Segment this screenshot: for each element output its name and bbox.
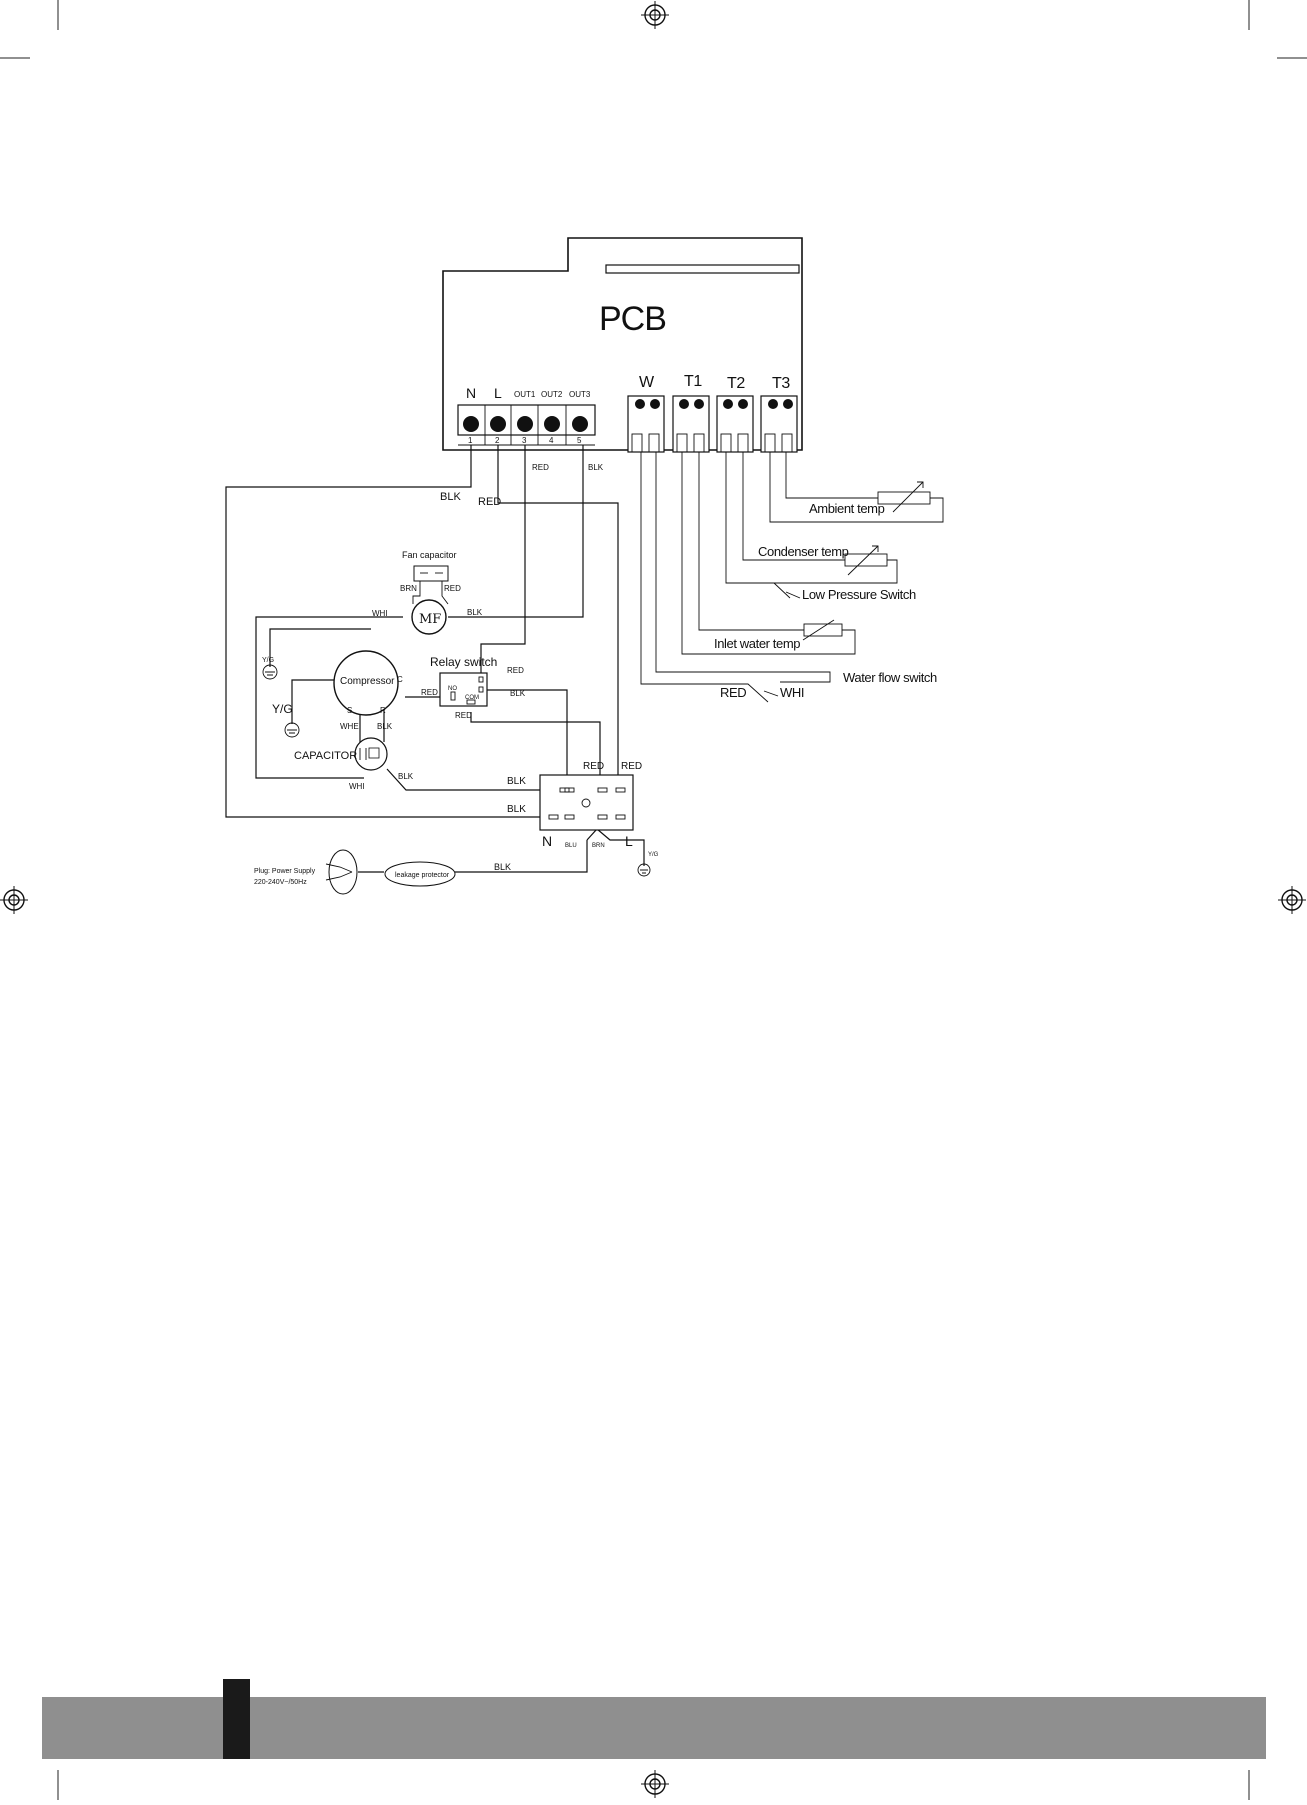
sensor-water-flow-switch: Water flow switch — [843, 670, 937, 685]
terminal-block-contacts — [548, 787, 626, 820]
wire-label-red-waterflow: RED — [720, 685, 746, 700]
footer-tab — [223, 1679, 250, 1759]
fan-motor-label: MF — [419, 612, 441, 627]
registration-mark-right — [1278, 886, 1306, 914]
terminal-label-out3: OUT3 — [569, 390, 591, 399]
terminal-out3-screw — [572, 416, 588, 432]
wire-label-yg-compressor: Y/G — [272, 702, 293, 716]
wire-label-blk-supply: BLK — [494, 862, 511, 872]
relay-switch-label: Relay switch — [430, 655, 497, 669]
wire-label-yg-fan: Y/G — [262, 657, 274, 664]
wire-label-blk-block-2: BLK — [507, 804, 526, 815]
terminal-number-1: 1 — [468, 436, 473, 445]
wire-label-red-out1: RED — [532, 463, 549, 472]
fan-capacitor-label: Fan capacitor — [402, 550, 457, 560]
compressor-terminal-r: R — [380, 706, 386, 715]
terminal-block-l: L — [625, 833, 633, 849]
wire-label-red-relay-coil: RED — [507, 666, 524, 675]
sensor-ambient-temp: Ambient temp — [809, 501, 885, 516]
wire-label-blk-block-1: BLK — [507, 776, 526, 787]
wire-label-whi-fan: WHI — [372, 609, 388, 618]
pcb-title: PCB — [599, 300, 666, 338]
wire-label-whe: WHE — [340, 722, 359, 731]
fan-capacitor — [412, 565, 449, 605]
registration-mark-top — [641, 1, 669, 29]
pcb-slot — [605, 264, 800, 274]
terminal-label-n: N — [466, 385, 476, 401]
wire-label-yg-supply: Y/G — [648, 852, 659, 858]
plug-label-line2: 220-240V~/50Hz — [254, 879, 307, 886]
wire-label-blk-compressor: BLK — [377, 722, 393, 731]
wire-label-blk-fan: BLK — [467, 608, 483, 617]
terminal-out2-screw — [544, 416, 560, 432]
terminal-label-l: L — [494, 385, 502, 401]
plug-icon — [325, 849, 358, 895]
terminal-number-2: 2 — [495, 436, 500, 445]
sensor-inlet-water-temp: Inlet water temp — [714, 636, 800, 651]
leakage-protector-label: leakage protector — [395, 872, 450, 879]
wire-label-red-block-1: RED — [583, 761, 604, 772]
connector-label-w: W — [639, 374, 655, 391]
pcb-board — [442, 237, 803, 451]
sensor-condenser-temp: Condenser temp — [758, 544, 849, 559]
wire-label-red-block-2: RED — [621, 761, 642, 772]
sensor-low-pressure-switch: Low Pressure Switch — [802, 587, 916, 602]
pcb-power-terminals — [463, 405, 588, 445]
capacitor-label: CAPACITOR — [294, 750, 357, 762]
wire-label-blk-out3: BLK — [588, 463, 604, 472]
ground-symbol-compressor — [284, 722, 300, 738]
terminal-number-5: 5 — [577, 436, 582, 445]
terminal-label-out1: OUT1 — [514, 390, 536, 399]
wire-label-red-l: RED — [478, 496, 501, 508]
terminal-block-n: N — [542, 833, 552, 849]
wire-label-blk-relay: BLK — [510, 689, 526, 698]
connector-label-t3: T3 — [772, 375, 790, 392]
relay-no-label: NO — [448, 686, 457, 692]
compressor — [333, 650, 399, 716]
terminal-n-screw — [463, 416, 479, 432]
wire-label-red-compressor: RED — [421, 688, 438, 697]
wire-label-red-fan: RED — [444, 584, 461, 593]
wire-label-blu: BLU — [565, 843, 577, 849]
sensor-wires — [640, 452, 944, 703]
wire-label-whi-waterflow: WHI — [780, 685, 804, 700]
relay-com-label: COM — [465, 695, 479, 701]
registration-mark-left — [0, 886, 28, 914]
connector-label-t1: T1 — [684, 373, 702, 390]
terminal-out1-screw — [517, 416, 533, 432]
compressor-label: Compressor — [340, 676, 395, 687]
ground-symbol-supply — [637, 863, 651, 877]
fan-motor — [411, 599, 447, 635]
registration-mark-bottom — [641, 1770, 669, 1798]
wire-label-whi-capacitor: WHI — [349, 782, 365, 791]
compressor-terminal-s: S — [347, 706, 352, 715]
terminal-number-3: 3 — [522, 436, 527, 445]
wire-label-brn-fan: BRN — [400, 584, 417, 593]
plug-label-line1: Plug: Power Supply — [254, 868, 316, 875]
sensor-connectors — [627, 395, 798, 453]
terminal-label-out2: OUT2 — [541, 390, 563, 399]
run-capacitor — [354, 737, 388, 771]
leakage-protector — [384, 861, 456, 887]
wire-label-brn-supply: BRN — [592, 843, 605, 849]
wire-label-blk-capacitor: BLK — [398, 772, 414, 781]
wire-label-red-relay-com: RED — [455, 711, 472, 720]
connector-label-t2: T2 — [727, 375, 745, 392]
terminal-block — [539, 774, 634, 831]
compressor-terminal-c: C — [397, 675, 403, 684]
wire-label-blk-n: BLK — [440, 491, 461, 503]
ground-symbol-fan — [262, 664, 278, 680]
terminal-number-4: 4 — [549, 436, 554, 445]
terminal-l-screw — [490, 416, 506, 432]
